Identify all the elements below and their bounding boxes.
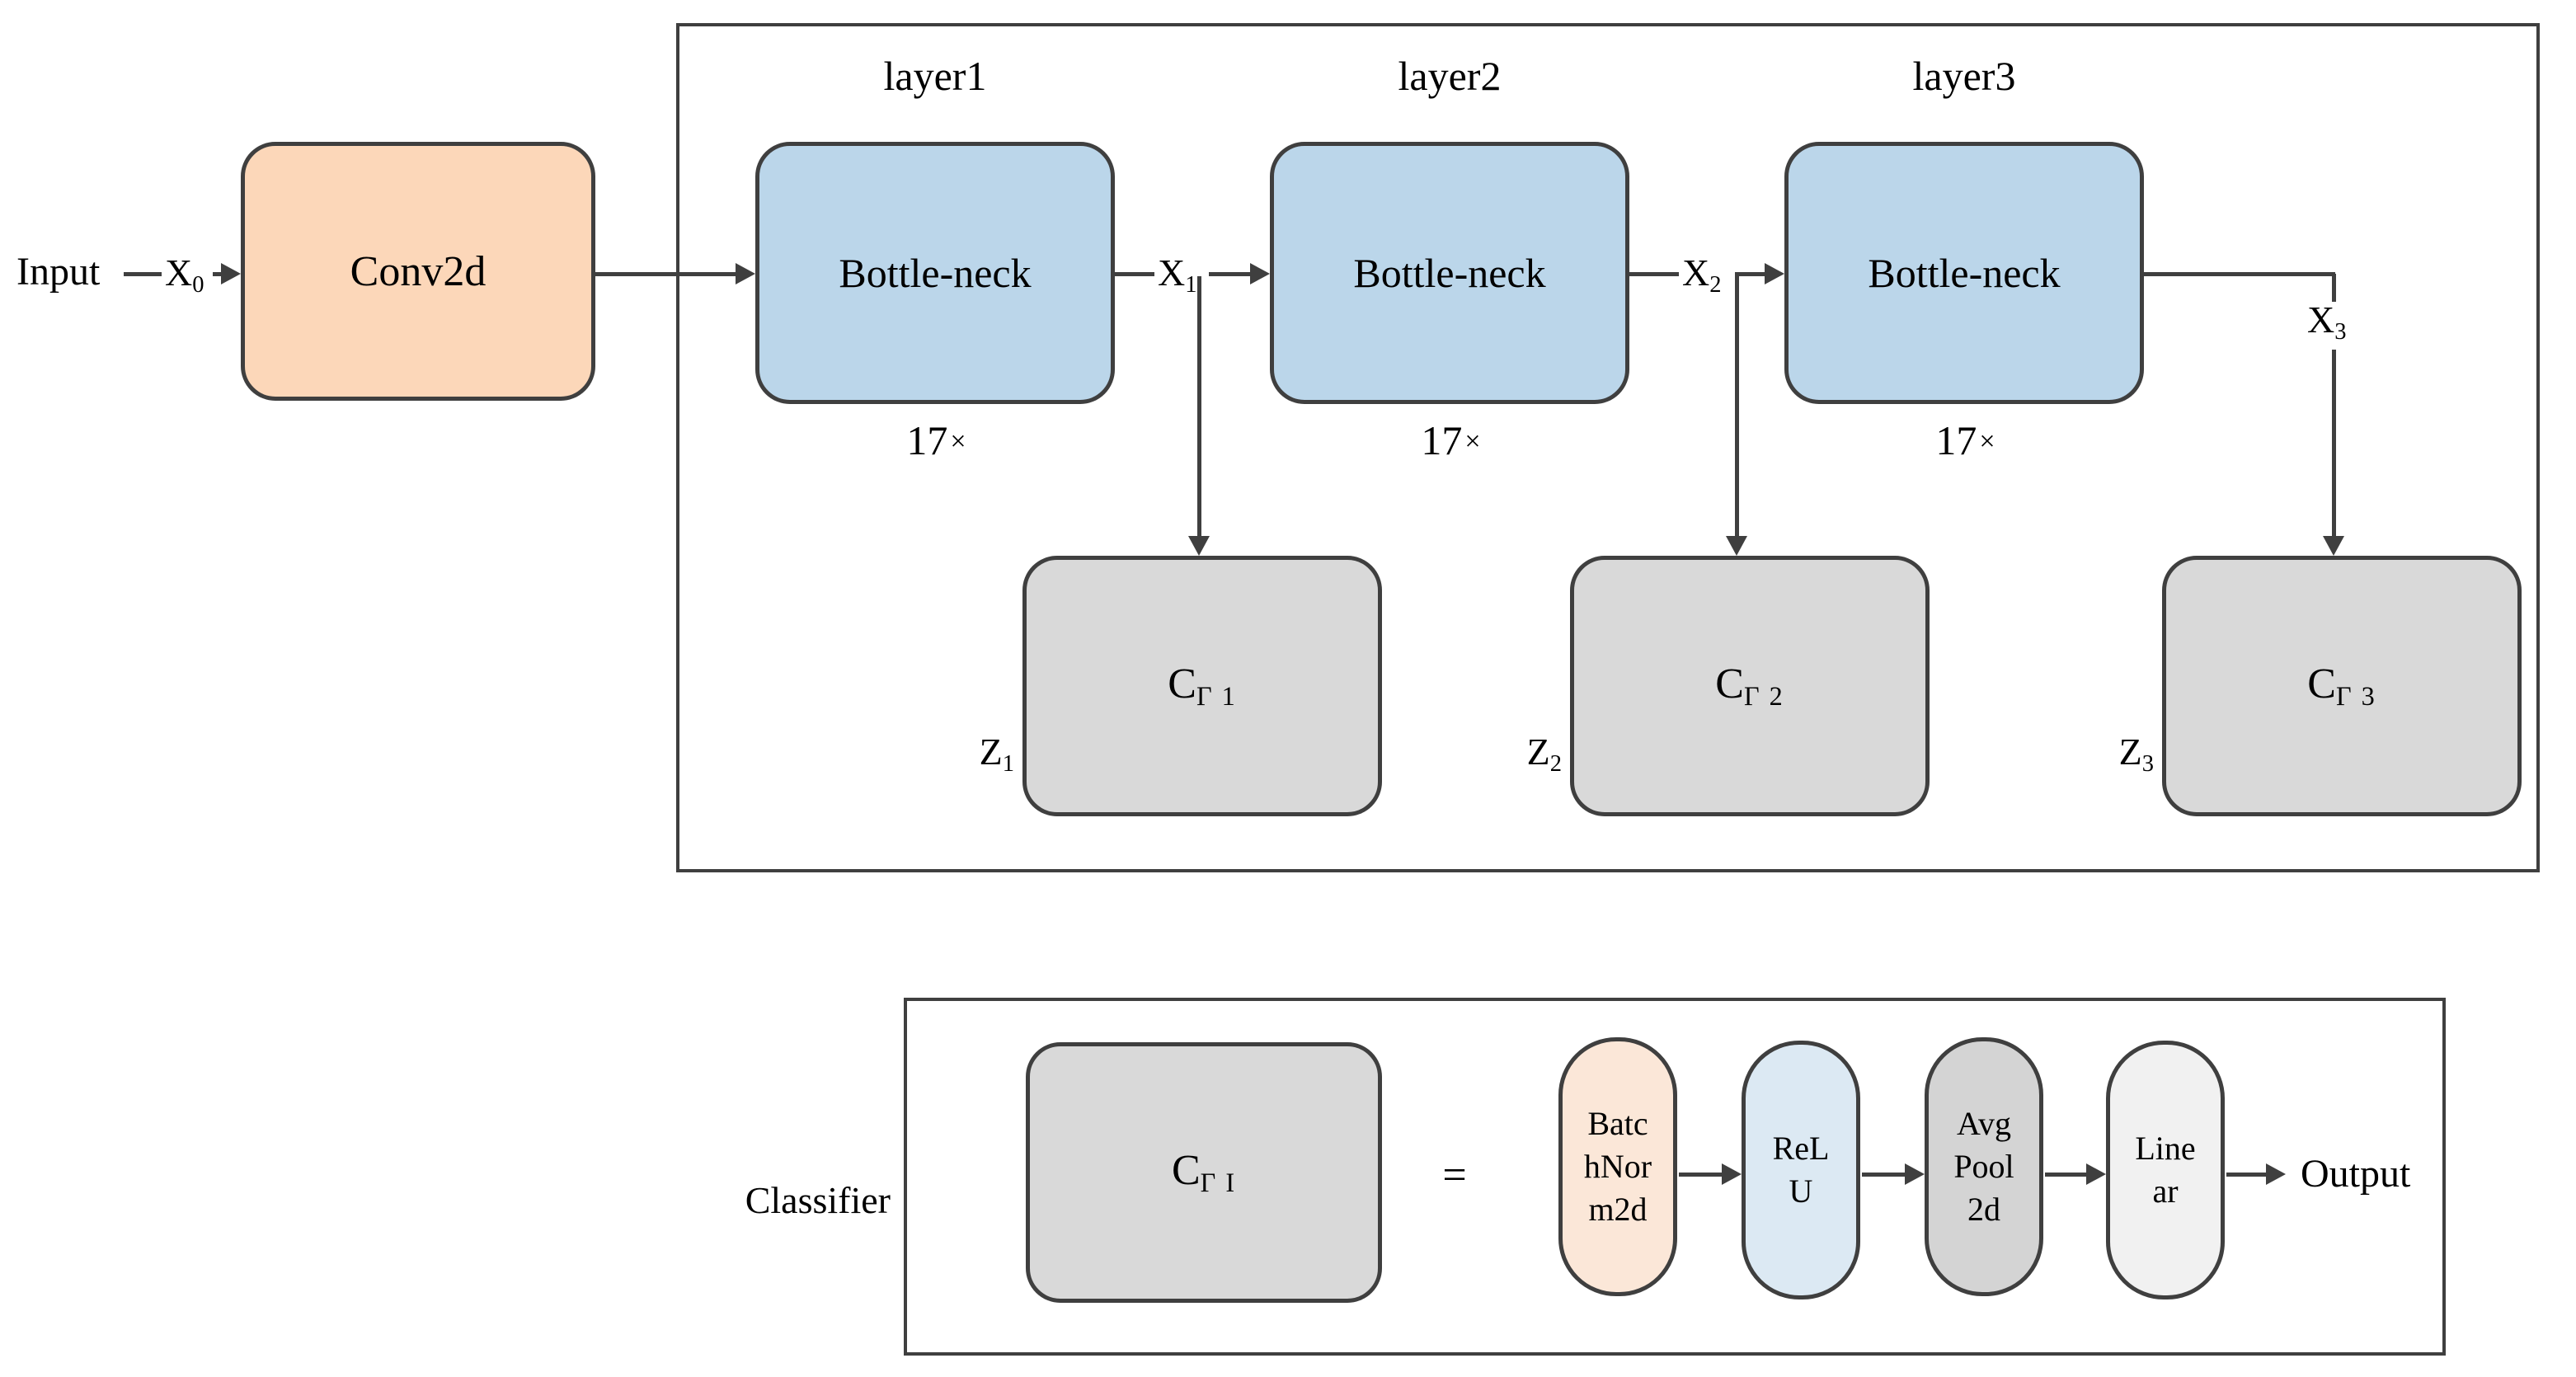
classifier-generic-box: CΓ I bbox=[1026, 1042, 1382, 1303]
classifier1-box: CΓ 1 bbox=[1022, 556, 1382, 816]
x1-branch-line bbox=[1197, 276, 1201, 538]
x1-line-right bbox=[1209, 272, 1250, 276]
classifier3-box: CΓ 3 bbox=[2162, 556, 2522, 816]
batchnorm2d-box: Batc hNor m2d bbox=[1558, 1037, 1677, 1296]
x0-label: X0 bbox=[165, 251, 206, 298]
classifier2-box: CΓ 2 bbox=[1570, 556, 1930, 816]
arrow-head-down-icon bbox=[1726, 536, 1747, 556]
x3-line-top bbox=[2144, 272, 2335, 276]
linear-label-line: ar bbox=[2152, 1173, 2179, 1210]
bottleneck2-box: Bottle-neck bbox=[1270, 142, 1629, 404]
arrow-head-right-icon bbox=[221, 263, 241, 284]
avgpool2d-box: Avg Pool 2d bbox=[1925, 1037, 2043, 1296]
input-connector-line bbox=[124, 272, 162, 276]
conv2d-box: Conv2d bbox=[241, 142, 595, 401]
layer2-repeat-label: 17× bbox=[1421, 417, 1481, 463]
classifier-generic-label: CΓ I bbox=[1171, 1147, 1237, 1198]
classifier3-label: CΓ 3 bbox=[2307, 660, 2376, 712]
layer3-title: layer3 bbox=[1912, 53, 2016, 99]
avgpool2d-label-line: Avg bbox=[1957, 1105, 2011, 1142]
equals-sign: = bbox=[1442, 1152, 1467, 1199]
relu-box: ReL U bbox=[1742, 1041, 1860, 1299]
arrow-head-down-icon bbox=[1188, 536, 1210, 556]
stage-arrow-line bbox=[1862, 1173, 1906, 1177]
stage-arrow-line bbox=[2045, 1173, 2088, 1177]
z1-label: Z1 bbox=[979, 731, 1016, 777]
output-label: Output bbox=[2301, 1152, 2411, 1196]
x2-label: X2 bbox=[1682, 251, 1723, 298]
arrow-head-right-icon bbox=[1765, 263, 1784, 284]
arrow-head-right-icon bbox=[2266, 1163, 2286, 1185]
x1-line-left bbox=[1115, 272, 1154, 276]
x2-line-right bbox=[1735, 272, 1766, 276]
z3-label: Z3 bbox=[2118, 731, 2155, 777]
x2-branch-line bbox=[1735, 276, 1739, 538]
stage-arrow-line bbox=[1679, 1173, 1723, 1177]
classifier-frame bbox=[904, 998, 2446, 1356]
z2-label: Z2 bbox=[1526, 731, 1563, 777]
arrow-head-right-icon bbox=[1250, 263, 1270, 284]
linear-box: Line ar bbox=[2106, 1041, 2225, 1299]
batchnorm2d-label-line: hNor bbox=[1583, 1148, 1652, 1185]
bottleneck2-label: Bottle-neck bbox=[1353, 250, 1546, 296]
input-label: Input bbox=[16, 250, 101, 294]
output-arrow-line bbox=[2226, 1173, 2268, 1177]
avgpool2d-label-line: Pool bbox=[1953, 1148, 2014, 1185]
classifier1-label: CΓ 1 bbox=[1168, 660, 1237, 712]
layer1-repeat-label: 17× bbox=[906, 417, 966, 463]
classifier2-label: CΓ 2 bbox=[1715, 660, 1784, 712]
bottleneck3-box: Bottle-neck bbox=[1784, 142, 2144, 404]
bottleneck1-label: Bottle-neck bbox=[839, 250, 1032, 296]
layer1-title: layer1 bbox=[883, 53, 987, 99]
relu-label-line: ReL bbox=[1772, 1130, 1830, 1167]
relu-label-line: U bbox=[1789, 1173, 1813, 1210]
arrow-head-right-icon bbox=[2086, 1163, 2106, 1185]
arrow-head-right-icon bbox=[1905, 1163, 1925, 1185]
x3-elbow-line bbox=[2332, 274, 2336, 302]
bottleneck3-label: Bottle-neck bbox=[1868, 250, 2061, 296]
x1-label: X1 bbox=[1158, 251, 1199, 298]
arrow-head-right-icon bbox=[736, 263, 755, 284]
x3-branch-line bbox=[2332, 350, 2336, 538]
x2-line-left bbox=[1629, 272, 1679, 276]
conv-to-layer1-line bbox=[595, 272, 737, 276]
batchnorm2d-label-line: m2d bbox=[1588, 1191, 1648, 1228]
avgpool2d-label-line: 2d bbox=[1967, 1191, 2000, 1228]
classifier-caption: Classifier bbox=[745, 1179, 891, 1221]
bottleneck1-box: Bottle-neck bbox=[755, 142, 1115, 404]
layer2-title: layer2 bbox=[1398, 53, 1502, 99]
conv2d-label: Conv2d bbox=[350, 247, 487, 295]
x0-arrow-line bbox=[213, 272, 224, 276]
layer3-repeat-label: 17× bbox=[1935, 417, 1995, 463]
linear-label-line: Line bbox=[2135, 1130, 2196, 1167]
batchnorm2d-label-line: Batc bbox=[1587, 1105, 1648, 1142]
x3-label: X3 bbox=[2307, 298, 2348, 345]
arrow-head-down-icon bbox=[2323, 536, 2344, 556]
backbone-frame bbox=[676, 23, 2540, 872]
arrow-head-right-icon bbox=[1722, 1163, 1742, 1185]
